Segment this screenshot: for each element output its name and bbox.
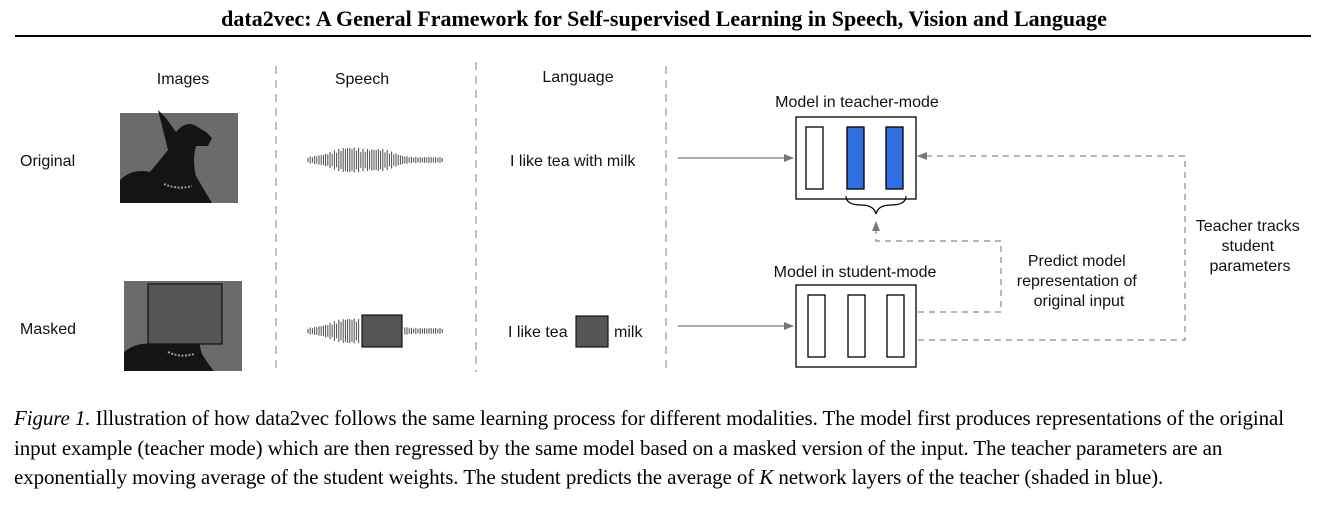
language-original-text: I like tea with milk xyxy=(510,153,636,170)
student-layer-3 xyxy=(886,294,905,358)
caption-figure-label: Figure 1. xyxy=(14,406,91,430)
student-layer-2 xyxy=(847,294,866,358)
row-label-masked: Masked xyxy=(20,321,76,338)
title-rule xyxy=(15,35,1311,37)
speech-waveform-masked xyxy=(307,318,443,344)
figure-caption: Figure 1. Illustration of how data2vec f… xyxy=(14,404,1314,493)
tracks-annotation: Teacher tracks student parameters xyxy=(1196,218,1305,275)
tracks-dashed-arrow xyxy=(917,152,1186,341)
caption-variable-k: K xyxy=(759,465,774,489)
masked-dog-image xyxy=(124,281,242,371)
paper-title: data2vec: A General Framework for Self-s… xyxy=(221,6,1107,31)
predict-dashed-arrow xyxy=(872,221,1002,313)
teacher-model-box xyxy=(795,116,917,200)
teacher-layer-1 xyxy=(805,126,824,190)
column-header-images: Images xyxy=(157,71,209,88)
speech-mask-block xyxy=(361,314,403,348)
language-masked-text-after: milk xyxy=(614,324,643,341)
column-header-language: Language xyxy=(542,69,613,86)
teacher-layer-3-shaded xyxy=(885,126,904,190)
teacher-layer-2-shaded xyxy=(846,126,865,190)
caption-text-a: Illustration of how data2vec follows the… xyxy=(14,406,1285,489)
language-masked-text-before: I like tea xyxy=(508,324,568,341)
teacher-layers-brace xyxy=(845,195,907,215)
row-label-original: Original xyxy=(20,153,75,170)
language-mask-block xyxy=(575,315,609,348)
data2vec-figure: Images Speech Language Original Masked xyxy=(20,62,1305,372)
speech-waveform-original xyxy=(307,147,443,173)
teacher-model-label: Model in teacher-mode xyxy=(775,94,939,111)
predict-annotation: Predict model representation of original… xyxy=(1017,253,1142,310)
column-header-speech: Speech xyxy=(335,71,389,88)
image-mask-block xyxy=(147,283,223,345)
caption-text-b: network layers of the teacher (shaded in… xyxy=(773,465,1164,489)
student-model-label: Model in student-mode xyxy=(774,264,937,281)
student-model-box xyxy=(795,284,917,368)
original-dog-image xyxy=(120,110,238,203)
student-layer-1 xyxy=(807,294,826,358)
